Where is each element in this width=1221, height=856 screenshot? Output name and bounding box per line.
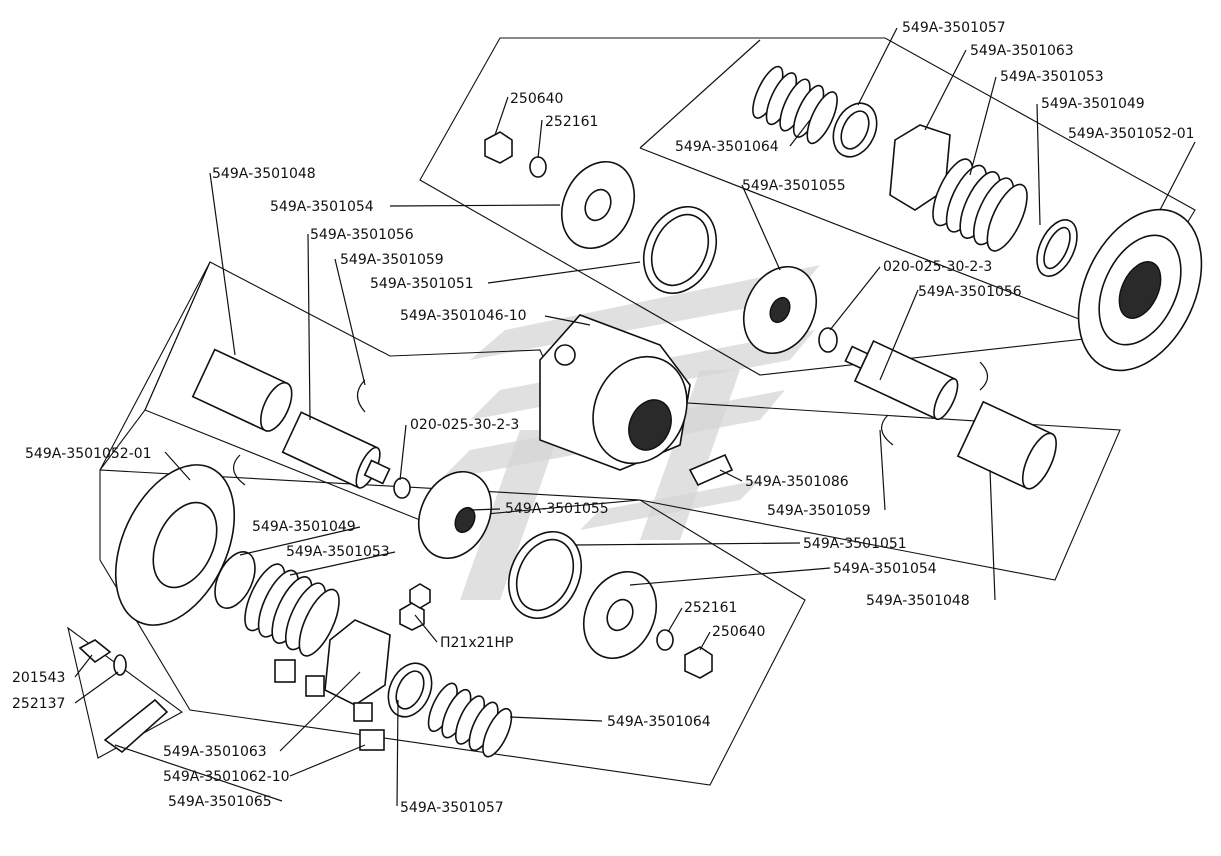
block-4: [359, 729, 385, 751]
bolt-left: [78, 639, 112, 664]
leader-lines: [74, 27, 1196, 807]
block-2: [305, 675, 325, 697]
snap-ring-right: [818, 327, 838, 353]
bolt-housing: [688, 453, 734, 487]
washer-bottom: [656, 629, 674, 651]
ring-middle-top: [642, 205, 718, 295]
clip-right-upper: [979, 361, 989, 391]
label-t18: 020-025-30-2-3: [410, 417, 519, 433]
plate-bottom: [324, 619, 391, 706]
block-1: [274, 659, 296, 683]
gear-left: [417, 470, 493, 560]
label-t27: 549А-3501048: [866, 593, 970, 609]
label-t15: 549А-3501051: [370, 276, 474, 292]
nut-bottom: [684, 646, 713, 679]
washer-top: [529, 156, 547, 178]
bracket-left: [103, 698, 169, 754]
label-t28: 252161: [684, 600, 737, 616]
label-t19: 549А-3501052-01: [25, 446, 152, 462]
label-t21: 549А-3501055: [505, 501, 609, 517]
clip-left-upper: [356, 379, 366, 413]
label-t1: 549А-3501057: [902, 20, 1006, 36]
clip-left-lower: [233, 454, 246, 486]
label-t36: 549А-3501065: [168, 794, 272, 810]
label-t29: Π21x21HP: [440, 635, 513, 651]
flange-left: [114, 464, 236, 626]
label-t31: 201543: [12, 670, 65, 686]
label-t24: 549А-3501053: [286, 544, 390, 560]
nut-small-2: [409, 583, 431, 609]
label-t14: 549А-3501059: [340, 252, 444, 268]
spring-top-right: [932, 158, 1028, 252]
snap-ring-left: [393, 477, 411, 499]
label-t16: 549А-3501056: [918, 284, 1022, 300]
label-t6: 250640: [510, 91, 563, 107]
label-t11: 549А-3501054: [270, 199, 374, 215]
block-3: [353, 702, 373, 722]
nut-top: [484, 131, 513, 164]
label-t23: 549А-3501049: [252, 519, 356, 535]
label-t34: 549А-3501063: [163, 744, 267, 760]
housing: [539, 314, 691, 471]
sleeve-right: [956, 400, 1057, 490]
label-t25: 549А-3501051: [803, 536, 907, 552]
part-labels: 549А-3501057 549А-3501063 549А-3501053 5…: [12, 20, 1195, 816]
label-t17: 549А-3501046-10: [400, 308, 527, 324]
spring-left: [244, 563, 340, 657]
cup-bottom: [582, 570, 658, 660]
label-t12: 549А-3501056: [310, 227, 414, 243]
label-t9: 549А-3501048: [212, 166, 316, 182]
label-t13: 020-025-30-2-3: [883, 259, 992, 275]
label-t37: 549А-3501057: [400, 800, 504, 816]
label-t4: 549А-3501049: [1041, 96, 1145, 112]
label-t10: 549А-3501055: [742, 178, 846, 194]
label-t26: 549А-3501054: [833, 561, 937, 577]
sleeve-left: [191, 348, 293, 432]
washer-left: [113, 654, 127, 676]
label-t20: 549А-3501086: [745, 474, 849, 490]
label-t8: 549А-3501064: [675, 139, 779, 155]
label-t30: 250640: [712, 624, 765, 640]
spring-bottom: [427, 682, 513, 758]
ring-middle-bottom: [507, 530, 583, 620]
label-t2: 549А-3501063: [970, 43, 1074, 59]
shaft-left: [281, 411, 391, 489]
parts: [78, 65, 1203, 758]
flange-right: [1077, 208, 1203, 372]
label-t35: 549А-3501062-10: [163, 769, 290, 785]
label-t33: 549А-3501064: [607, 714, 711, 730]
label-t22: 549А-3501059: [767, 503, 871, 519]
shaft-right: [844, 339, 959, 421]
label-t7: 252161: [545, 114, 598, 130]
spring-top: [752, 65, 838, 145]
cup-top: [560, 160, 636, 250]
gear-top: [742, 265, 818, 355]
label-t5: 549А-3501052-01: [1068, 126, 1195, 142]
clip-right-lower: [881, 414, 894, 446]
label-t3: 549А-3501053: [1000, 69, 1104, 85]
label-t32: 252137: [12, 696, 65, 712]
